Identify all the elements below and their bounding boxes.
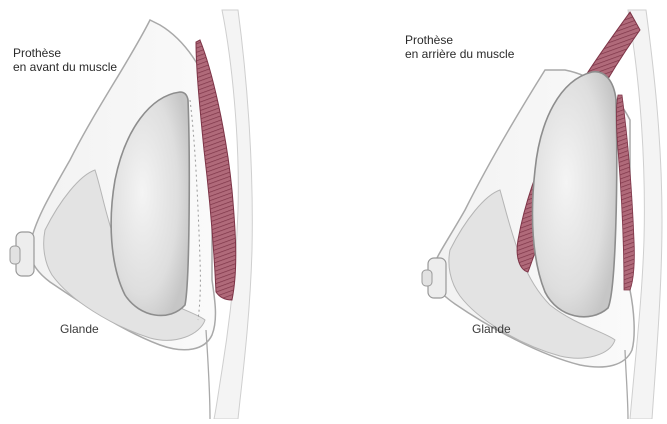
gland-label-left: Glande [60,322,99,336]
label-left: Prothèse en avant du muscle [13,46,117,74]
nipple-right [422,258,446,298]
label-right: Prothèse en arrière du muscle [405,33,514,61]
gland-label-right: Glande [472,322,511,336]
nipple-left [10,232,34,276]
label-left-line1: Prothèse [13,46,117,60]
skin-line-left [206,330,210,419]
label-right-line1: Prothèse [405,33,514,47]
label-left-line2: en avant du muscle [13,60,117,74]
skin-line-right [625,350,628,419]
label-right-line2: en arrière du muscle [405,47,514,61]
panel-right [422,10,662,419]
